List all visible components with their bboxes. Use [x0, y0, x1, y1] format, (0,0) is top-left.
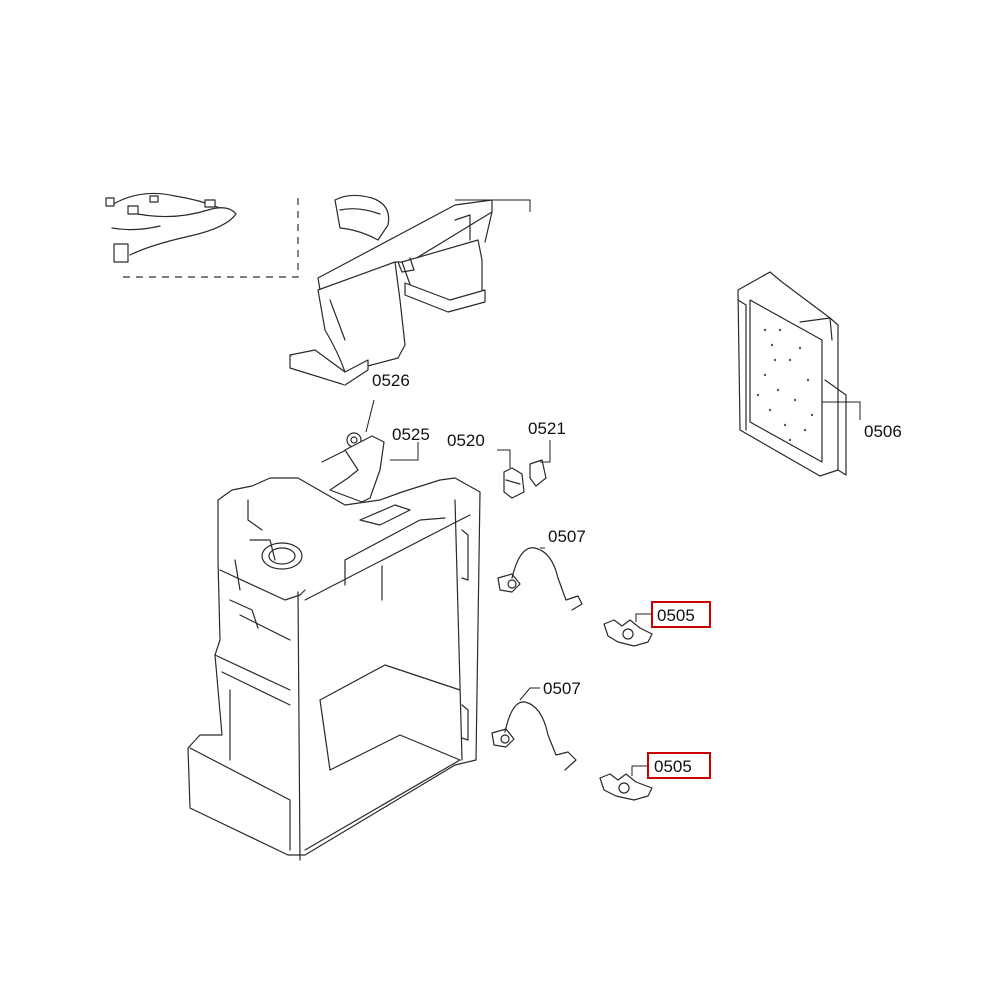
bracket-part-0520	[503, 467, 525, 499]
label-0505-lower: 0505	[654, 757, 692, 776]
bracket-part-0521	[529, 459, 547, 487]
label-0526: 0526	[372, 371, 410, 390]
wiring-harness-inset	[105, 192, 299, 278]
highlight-box-0505-lower	[647, 752, 711, 779]
label-0507-lower: 0507	[543, 679, 581, 698]
highlight-box-0505-upper	[651, 601, 711, 628]
control-board-module	[737, 271, 847, 477]
label-0506: 0506	[864, 422, 902, 441]
label-0521: 0521	[528, 419, 566, 438]
duct-bridge-part	[289, 194, 493, 386]
small-bracket-lower	[599, 773, 653, 801]
circuit-dots	[756, 328, 814, 442]
label-0525: 0525	[392, 425, 430, 444]
lever-part	[329, 435, 385, 503]
small-bracket-upper	[603, 619, 653, 647]
spring-wire-lower	[491, 701, 577, 771]
label-0507-upper: 0507	[548, 527, 586, 546]
label-0505-upper: 0505	[657, 606, 695, 625]
spring-wire-upper	[497, 547, 583, 611]
main-frame-housing	[187, 477, 481, 861]
label-0520: 0520	[447, 431, 485, 450]
leader-lines	[365, 199, 861, 776]
